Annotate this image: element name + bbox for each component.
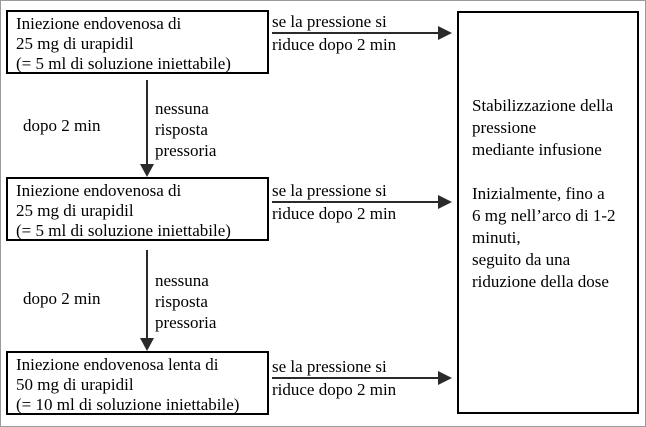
arrow-right-3-label-top: se la pressione si (272, 357, 387, 376)
step-2-line-1: Iniezione endovenosa di (16, 181, 182, 200)
box-result: Stabilizzazione della pressione mediante… (457, 11, 639, 414)
arrow-down-1-label-line-2: risposta (155, 120, 208, 139)
arrow-down-2-shaft (146, 250, 148, 338)
step-2-line-3: (= 5 ml di soluzione iniettabile) (16, 221, 231, 240)
arrow-right-1-shaft (272, 26, 452, 40)
arrow-down-2-label-line-1: nessuna (155, 271, 209, 290)
wait-label-2: dopo 2 min (23, 289, 101, 308)
arrowhead-right-icon (438, 195, 452, 209)
step-3-line-1: Iniezione endovenosa lenta di (16, 355, 219, 374)
arrow-right-3-label-bottom: riduce dopo 2 min (272, 380, 397, 399)
arrow-down-2-label-line-2: risposta (155, 292, 208, 311)
box-step-3: Iniezione endovenosa lenta di 50 mg di u… (6, 351, 269, 415)
arrowhead-down-icon (140, 164, 154, 177)
arrow-right-3: se la pressione si riduce dopo 2 min (272, 356, 452, 400)
box-step-2: Iniezione endovenosa di 25 mg di urapidi… (6, 177, 269, 241)
arrowhead-down-icon (140, 338, 154, 351)
result-paragraph-gap (472, 161, 633, 183)
result-line-1: Stabilizzazione della (472, 96, 614, 115)
arrow-right-2: se la pressione si riduce dopo 2 min (272, 180, 452, 224)
arrow-right-3-shaft (272, 371, 452, 385)
step-1-line-2: 25 mg di urapidil (16, 34, 134, 53)
result-line-7: seguito da una (472, 250, 571, 269)
result-line-2: pressione (472, 118, 537, 137)
step-1-line-1: Iniezione endovenosa di (16, 14, 182, 33)
result-line-4: Inizialmente, fino a (472, 184, 605, 203)
result-line-3: mediante infusione (472, 140, 602, 159)
arrow-down-1-label-line-3: pressoria (155, 141, 217, 160)
wait-label-1: dopo 2 min (23, 116, 101, 135)
step-3-line-3: (= 10 ml di soluzione iniettabile) (16, 395, 240, 414)
arrow-down-2-label-line-3: pressoria (155, 313, 217, 332)
step-3-line-2: 50 mg di urapidil (16, 375, 134, 394)
result-line-8: riduzione della dose (472, 272, 609, 291)
box-step-1: Iniezione endovenosa di 25 mg di urapidi… (6, 10, 269, 74)
arrow-right-2-shaft (272, 195, 452, 209)
arrow-down-2-label: nessuna risposta pressoria (155, 270, 216, 333)
arrowhead-right-icon (438, 26, 452, 40)
step-2-line-2: 25 mg di urapidil (16, 201, 134, 220)
arrow-down-1-shaft (146, 80, 148, 164)
result-line-5: 6 mg nell’arco di 1-2 (472, 206, 616, 225)
result-line-6: minuti, (472, 228, 521, 247)
arrow-down-1-label-line-1: nessuna (155, 99, 209, 118)
arrow-right-2-label-bottom: riduce dopo 2 min (272, 204, 397, 223)
arrow-right-2-label-top: se la pressione si (272, 181, 387, 200)
step-1-line-3: (= 5 ml di soluzione iniettabile) (16, 54, 231, 73)
arrow-down-1-label: nessuna risposta pressoria (155, 98, 216, 161)
arrow-right-1: se la pressione si riduce dopo 2 min (272, 11, 452, 55)
arrow-right-1-label-bottom: riduce dopo 2 min (272, 35, 397, 54)
arrow-right-1-label-top: se la pressione si (272, 12, 387, 31)
arrowhead-right-icon (438, 371, 452, 385)
